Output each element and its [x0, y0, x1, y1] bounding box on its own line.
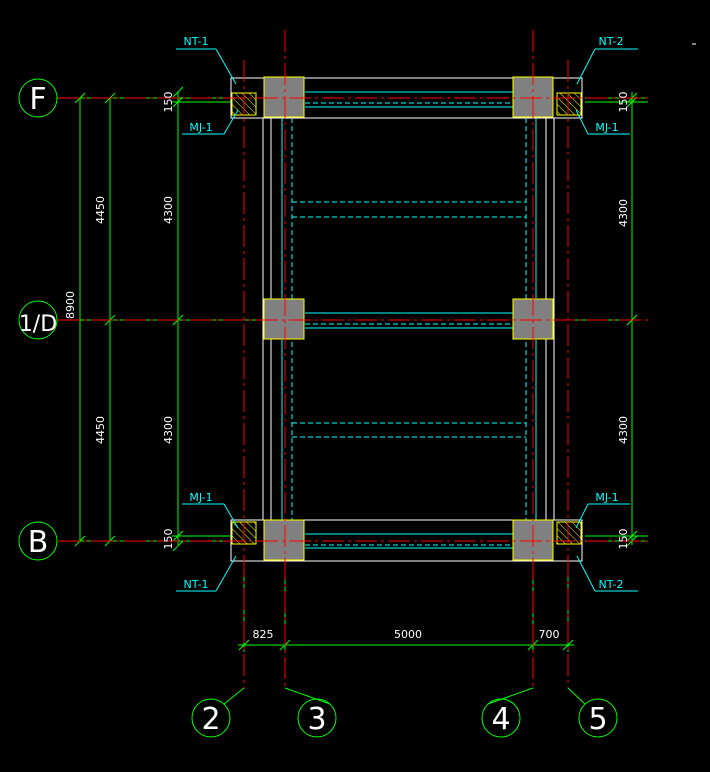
dim-150-bottom-right: 150 [617, 529, 630, 550]
dim-4300-lower-right: 4300 [617, 416, 630, 444]
axis-label-4: 4 [491, 702, 510, 737]
dim-4300-lower-left: 4300 [162, 416, 175, 444]
dim-150-bottom-left: 150 [162, 529, 175, 550]
axis-lines [58, 30, 648, 688]
label-leaders [176, 48, 638, 592]
dim-4450-lower: 4450 [94, 416, 107, 444]
dim-4300-upper-right: 4300 [617, 199, 630, 227]
label-nt2-top: NT-2 [599, 35, 624, 48]
dim-150-top-left: 150 [162, 92, 175, 113]
column-3-F [263, 76, 305, 118]
dim-825: 825 [253, 628, 274, 641]
label-nt2-bottom: NT-2 [599, 578, 624, 591]
dim-4300-upper-left: 4300 [162, 196, 175, 224]
dim-700: 700 [539, 628, 560, 641]
axis-label-3: 3 [307, 702, 326, 737]
label-mj1-bottom-left: MJ-1 [189, 491, 212, 504]
axis-label-2: 2 [201, 702, 220, 737]
axis-label-5: 5 [588, 702, 607, 737]
dim-4450-upper: 4450 [94, 196, 107, 224]
label-nt1-top: NT-1 [184, 35, 209, 48]
dim-8900: 8900 [64, 291, 77, 319]
column-3-B [263, 519, 305, 561]
dim-150-top-right: 150 [617, 92, 630, 113]
label-mj1-bottom-right: MJ-1 [595, 491, 618, 504]
axis-bubbles [18, 78, 618, 738]
label-mj1-top-right: MJ-1 [595, 121, 618, 134]
axis-label-B: B [28, 525, 49, 560]
label-mj1-top-left: MJ-1 [189, 121, 212, 134]
axis-label-mid: 1/D [19, 312, 57, 337]
label-nt1-bottom: NT-1 [184, 578, 209, 591]
dim-5000: 5000 [394, 628, 422, 641]
column-3-mid [263, 298, 305, 340]
axis-label-F: F [29, 82, 46, 117]
beam-lines [281, 91, 537, 549]
